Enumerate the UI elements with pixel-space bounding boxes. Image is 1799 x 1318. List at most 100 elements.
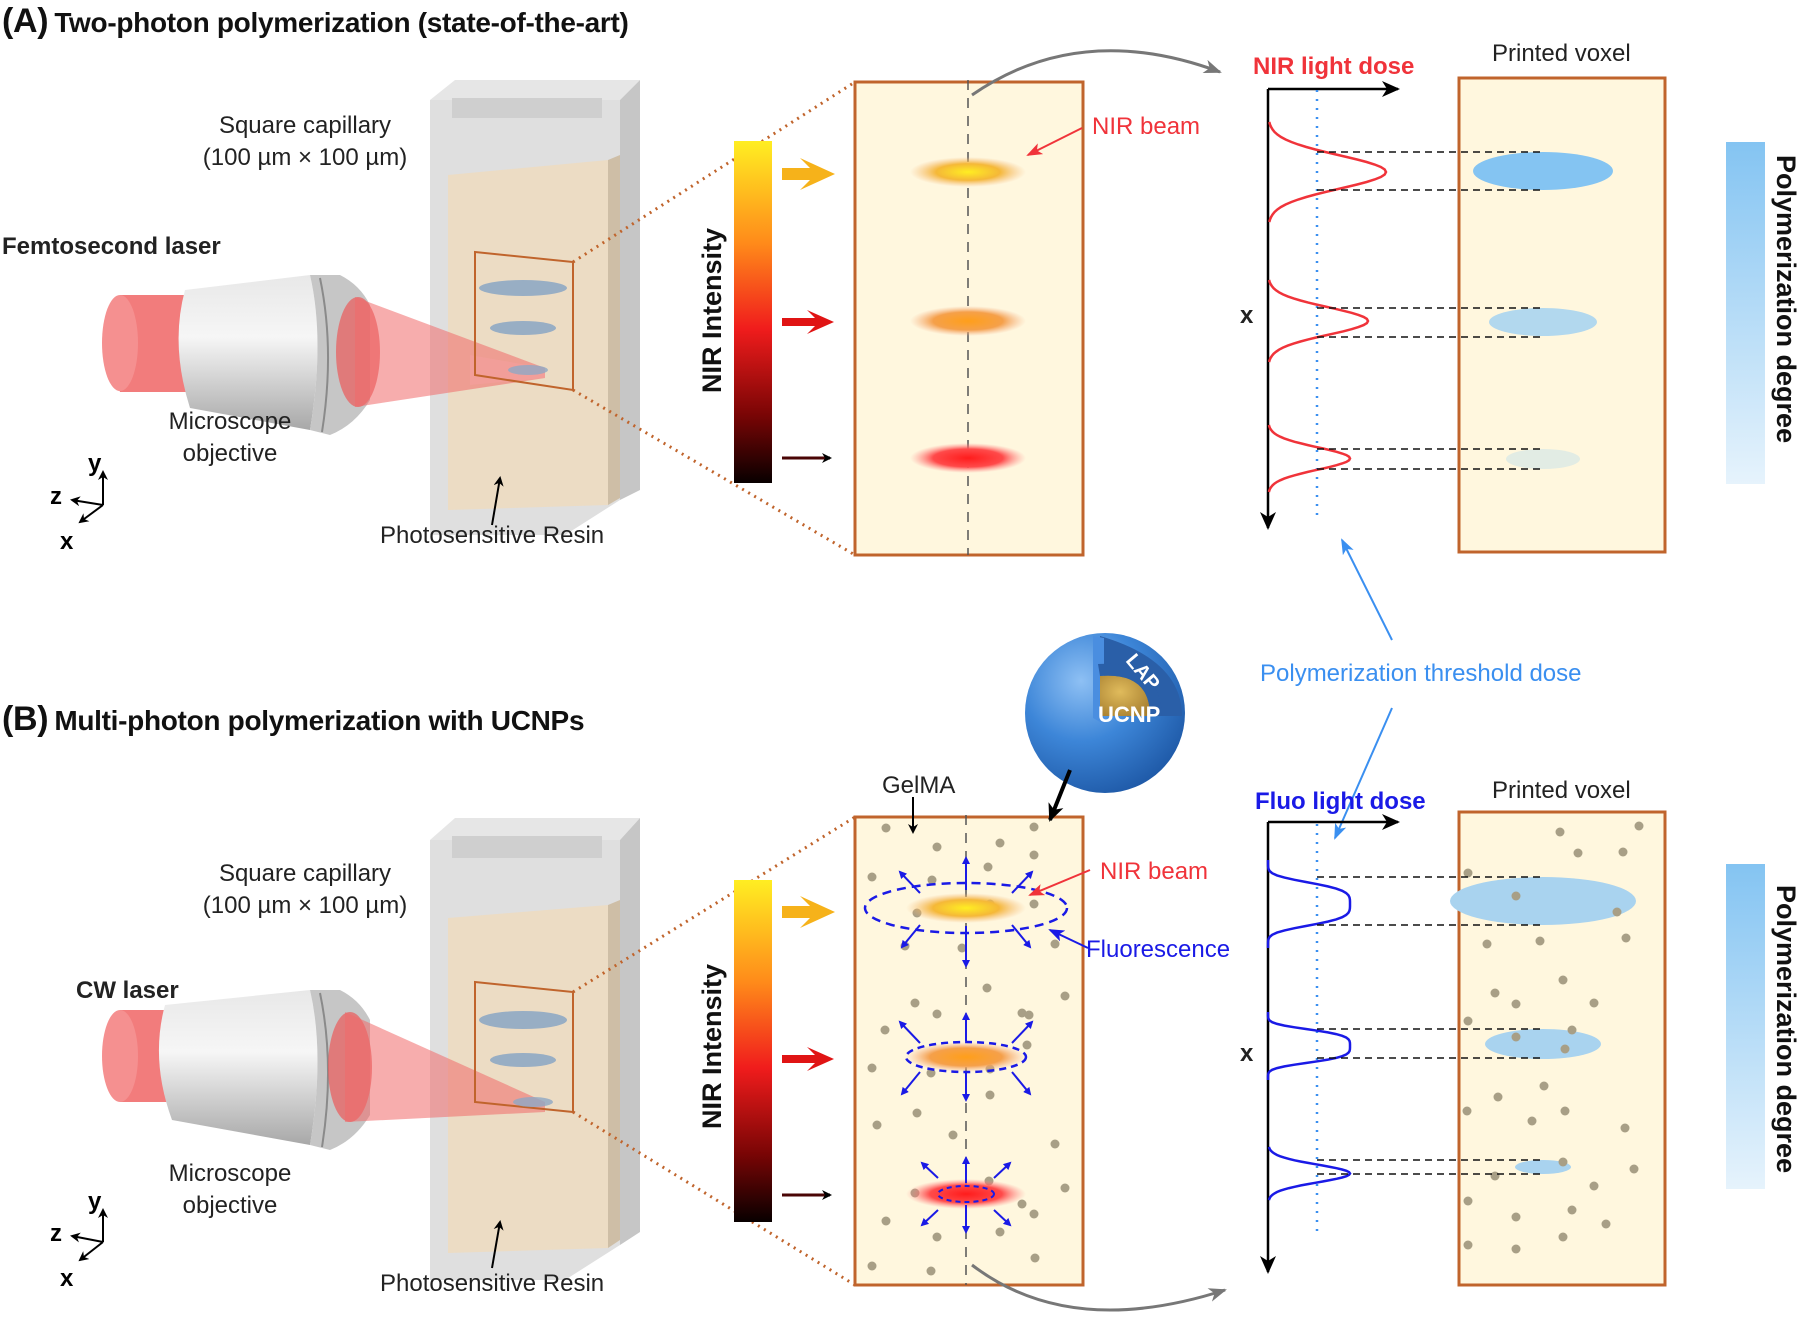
gelma-dot <box>1050 1139 1060 1149</box>
dose-peak-a-3 <box>1267 424 1352 493</box>
gelma-dot <box>1029 1209 1039 1219</box>
gelma-dot <box>926 1266 936 1276</box>
nir-spot-mid <box>910 306 1026 336</box>
laser-label-a: Femtosecond laser <box>2 233 221 260</box>
gelma-dot <box>1618 847 1628 857</box>
gelma-dot <box>932 842 942 852</box>
axis-z-label-b: z <box>50 1220 62 1247</box>
gelma-dot <box>1060 991 1070 1001</box>
gelma-dot <box>1024 1010 1034 1020</box>
voxel-label-a: Printed voxel <box>1492 40 1631 67</box>
intensity-arrows-a <box>782 158 835 463</box>
nir-spot-b-mid <box>906 1042 1026 1072</box>
gelma-dot <box>1558 975 1568 985</box>
voxel-b-1 <box>1450 877 1636 925</box>
gelma-dot <box>1511 891 1521 901</box>
dose-peak-b-1 <box>1266 860 1352 948</box>
gelma-dot <box>1490 988 1500 998</box>
resin-window-b <box>853 769 1091 1287</box>
objective-a <box>178 275 545 435</box>
gelma-dot <box>1567 1025 1577 1035</box>
panel-a-title: (A)Two-photon polymerization (state-of-t… <box>2 2 629 41</box>
resin-pointer-a <box>491 476 504 526</box>
gelma-dot <box>1573 848 1583 858</box>
axis-x-label-a: x <box>60 528 74 555</box>
ucnp-particle <box>1025 633 1185 793</box>
nir-spot-b-low <box>906 1179 1026 1209</box>
nir-beam-label-b: NIR beam <box>1100 858 1209 885</box>
voxel-b-2 <box>1485 1029 1601 1059</box>
gelma-dot <box>927 875 937 885</box>
objective-label-a-line1: Microscope <box>168 408 292 435</box>
gelma-dot <box>1511 999 1521 1009</box>
coordinate-axes-a <box>70 470 108 524</box>
gelma-dot <box>957 943 967 953</box>
dose-label-a: NIR light dose <box>1253 53 1415 80</box>
fluorescence-ray <box>1011 870 1034 894</box>
capillary-label-b: Square capillary (100 µm × 100 µm) <box>180 860 430 920</box>
gelma-dot <box>1620 1123 1630 1133</box>
resin-pointer-b <box>491 1220 504 1269</box>
threshold-label: Polymerization threshold dose <box>1260 660 1582 687</box>
fluorescence-halo-low <box>937 1185 995 1203</box>
gelma-dot <box>1482 939 1492 949</box>
capillary-a <box>430 80 640 535</box>
gelma-dot <box>867 1063 877 1073</box>
capillary-label-b-line2: (100 µm × 100 µm) <box>202 892 408 919</box>
nir-intensity-label-a: NIR Intensity <box>697 228 727 394</box>
gelma-dot <box>1017 1199 1027 1209</box>
gelma-dot <box>1050 939 1060 949</box>
gelma-dot <box>1535 936 1545 946</box>
gelma-dot <box>1511 1212 1521 1222</box>
voxel-window-b <box>1450 810 1667 1287</box>
gelma-dot <box>1558 1157 1568 1167</box>
capillary-b <box>430 818 640 1280</box>
dose-axis-x-label-b: x <box>1240 1040 1254 1067</box>
gelma-dot <box>1621 933 1631 943</box>
fluorescence-rays <box>898 856 1034 1234</box>
gelma-dot <box>1463 1196 1473 1206</box>
fluorescence-ray <box>920 1161 939 1179</box>
fluorescence-ray <box>1011 1071 1032 1096</box>
gelma-dot <box>1017 1008 1027 1018</box>
gelma-particles-voxel <box>1462 821 1644 1254</box>
coordinate-axes-b <box>70 1208 108 1262</box>
fluorescence-halo-mid <box>904 1040 1028 1074</box>
panel-a-setup <box>70 80 640 535</box>
polymerization-degree-bar-b <box>1726 864 1765 1189</box>
gelma-label: GelMA <box>882 772 956 799</box>
gelma-dot <box>995 1227 1005 1237</box>
gelma-dot <box>881 1216 891 1226</box>
voxel-a-3 <box>1506 449 1580 469</box>
axis-x-label-b: x <box>60 1265 74 1292</box>
gelma-dot <box>1463 868 1473 878</box>
gelma-dot <box>983 862 993 872</box>
dose-peak-a-2 <box>1267 279 1370 363</box>
fluorescence-ray <box>993 1161 1012 1179</box>
gelma-dot <box>1601 1219 1611 1229</box>
gelma-dot <box>1612 907 1622 917</box>
gelma-dot <box>1527 1116 1537 1126</box>
voxel-a-2 <box>1489 308 1597 336</box>
fluorescence-ray <box>1011 924 1032 949</box>
nir-intensity-label-b: NIR Intensity <box>697 964 727 1130</box>
panel-b-letter: (B) <box>2 700 49 738</box>
transfer-arrow-b <box>971 1263 1227 1312</box>
ucnp-core-label: UCNP <box>1098 702 1161 727</box>
objective-label-b: Microscope objective <box>150 1160 310 1220</box>
capillary-label-a-line2: (100 µm × 100 µm) <box>202 144 408 171</box>
polymerization-degree-bar-a <box>1726 142 1765 484</box>
panel-a-letter: (A) <box>2 2 49 40</box>
capillary-label-a-line1: Square capillary <box>218 112 392 139</box>
dose-axis-x-label-a: x <box>1240 302 1254 329</box>
degree-label-a: Polymerization degree <box>1771 155 1799 444</box>
transfer-arrow-a <box>971 49 1222 97</box>
resin-label-b: Photosensitive Resin <box>380 1270 605 1297</box>
voxel-label-b: Printed voxel <box>1492 777 1631 804</box>
fluorescence-ray <box>900 924 921 949</box>
gelma-dot <box>1029 850 1039 860</box>
gelma-dot <box>880 1025 890 1035</box>
nir-beam-label-a: NIR beam <box>1092 113 1201 140</box>
gelma-dot <box>912 1108 922 1118</box>
laser-label-b: CW laser <box>76 977 179 1004</box>
